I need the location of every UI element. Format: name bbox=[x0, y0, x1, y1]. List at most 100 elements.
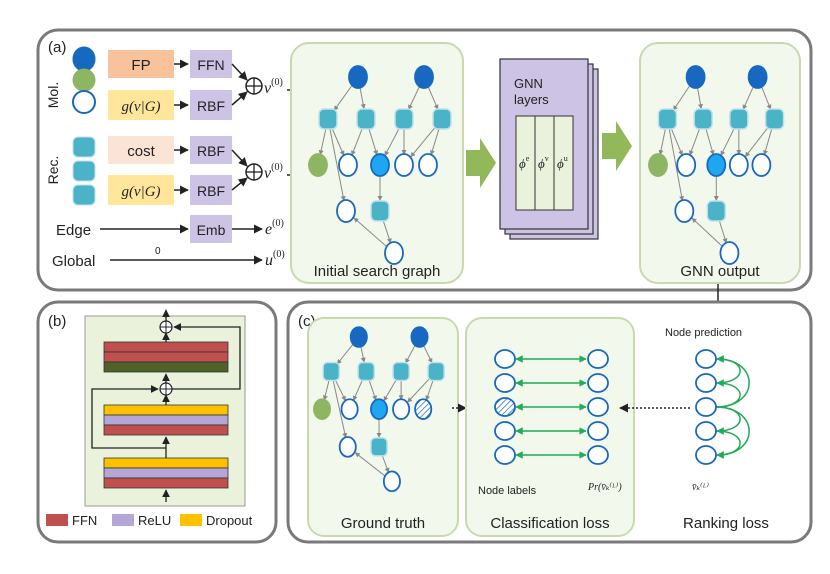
graph-edge bbox=[352, 377, 364, 401]
node-prediction-text: Node prediction bbox=[665, 327, 742, 339]
phi-e: ϕe bbox=[519, 154, 530, 171]
graph-edge bbox=[353, 217, 389, 249]
reaction-node bbox=[356, 108, 376, 130]
prediction-node bbox=[587, 397, 609, 417]
reaction-node bbox=[427, 361, 445, 382]
ranking-arrow bbox=[715, 355, 741, 384]
layer-ffn-3 bbox=[103, 477, 229, 489]
graph-edge bbox=[382, 218, 392, 244]
rbf-text-mol: RBF bbox=[197, 98, 225, 114]
panel-b-label: (b) bbox=[48, 313, 66, 330]
graph-edge bbox=[383, 377, 398, 402]
gnn-output-graph bbox=[648, 65, 785, 265]
rec-node-2 bbox=[72, 160, 96, 182]
layer-relu-3 bbox=[103, 467, 229, 479]
molecule-root-node bbox=[410, 326, 429, 348]
rec-node-1 bbox=[72, 136, 96, 158]
gnn-output-caption: GNN output bbox=[680, 263, 760, 280]
reaction-node bbox=[370, 200, 390, 222]
molecule-node bbox=[414, 398, 433, 420]
reaction-node bbox=[693, 108, 713, 130]
label-node bbox=[494, 397, 516, 417]
graph-edge bbox=[367, 126, 379, 156]
g-text-rec: g(v|G) bbox=[121, 184, 160, 200]
graph-edge bbox=[672, 83, 692, 111]
panel-c: (c) Ground truth Node labels Pr(v̄ₖ⁽ᴸ⁾) … bbox=[286, 300, 813, 544]
reaction-node bbox=[706, 200, 727, 222]
reaction-node bbox=[357, 361, 376, 382]
graph-edge bbox=[407, 376, 432, 403]
molecule-node bbox=[648, 153, 668, 177]
graph-edge bbox=[763, 126, 773, 156]
graph-edge bbox=[689, 126, 701, 156]
initial-graph-caption: Initial search graph bbox=[314, 263, 441, 280]
fp-box bbox=[108, 50, 174, 78]
graph-edge bbox=[322, 378, 330, 401]
legend-ffn-swatch bbox=[46, 514, 68, 526]
graph-edge bbox=[329, 126, 346, 202]
layer-dropout-3 bbox=[103, 457, 229, 469]
graph-edge bbox=[384, 125, 401, 157]
graph-edge bbox=[760, 84, 772, 110]
molecule-node bbox=[340, 398, 359, 420]
molecule-node bbox=[382, 470, 401, 493]
molecule-node bbox=[370, 398, 389, 420]
green-arrow-2 bbox=[602, 121, 632, 171]
prediction-node bbox=[587, 349, 609, 369]
graph-edge bbox=[668, 126, 685, 202]
gnn-layers-text-1: GNN bbox=[514, 76, 543, 91]
ranking-nodes bbox=[695, 349, 750, 465]
graph-edge bbox=[658, 126, 667, 156]
ranked-node bbox=[695, 421, 717, 441]
ranked-node bbox=[695, 349, 717, 369]
molecule-node bbox=[392, 398, 411, 420]
rec-label: Rec. bbox=[45, 156, 61, 185]
graph-edge bbox=[422, 343, 433, 364]
phi-u: ϕu bbox=[557, 154, 568, 171]
ranked-node bbox=[695, 373, 717, 393]
reaction-node bbox=[394, 108, 414, 130]
molecule-node bbox=[338, 153, 358, 177]
graph-edge bbox=[336, 342, 355, 365]
layer-dropout-2 bbox=[103, 404, 229, 416]
pr-label: Pr(v̄ₖ⁽ᴸ⁾) bbox=[587, 482, 622, 493]
molecule-node bbox=[674, 199, 695, 223]
layer-ffn-1b bbox=[103, 351, 229, 363]
prediction-node bbox=[587, 421, 609, 441]
molecule-node bbox=[384, 241, 404, 265]
u0: u(0) bbox=[265, 249, 285, 269]
vk-label: v̄ₖ⁽ᴸ⁾ bbox=[692, 482, 710, 493]
ranked-node bbox=[695, 445, 717, 465]
graph-edge bbox=[330, 126, 345, 156]
rbf-box-cost bbox=[190, 136, 232, 164]
reaction-node bbox=[322, 361, 341, 382]
rbf-box-rec bbox=[190, 175, 232, 205]
v0-mol: v(0) bbox=[264, 77, 283, 97]
mol-node-dark bbox=[72, 46, 96, 72]
legend-dropout: Dropout bbox=[206, 513, 253, 528]
classification-panel bbox=[465, 317, 635, 537]
emb-text: Emb bbox=[197, 222, 226, 238]
reaction-node bbox=[657, 108, 678, 130]
classification-nodes bbox=[494, 349, 609, 465]
g-box-rec bbox=[108, 175, 174, 205]
graph-edge bbox=[333, 377, 346, 402]
layer-ffn-1a bbox=[103, 341, 229, 353]
label-node bbox=[494, 445, 516, 465]
ranking-arrow bbox=[715, 430, 741, 459]
molecule-node bbox=[751, 153, 772, 177]
prediction-node bbox=[587, 373, 609, 393]
rec-node-3 bbox=[72, 184, 96, 206]
rbf-text-rec: RBF bbox=[197, 183, 225, 199]
graph-edge bbox=[720, 125, 736, 157]
fp-text: FP bbox=[131, 57, 150, 74]
molecule-node bbox=[418, 153, 438, 177]
reaction-node bbox=[432, 108, 452, 130]
graph-edge bbox=[410, 124, 438, 158]
molecule-root-node bbox=[348, 65, 368, 89]
molecule-node bbox=[719, 241, 740, 265]
ground-truth-panel bbox=[307, 317, 459, 537]
graph-edge bbox=[333, 83, 354, 111]
graph-edge bbox=[718, 218, 728, 244]
